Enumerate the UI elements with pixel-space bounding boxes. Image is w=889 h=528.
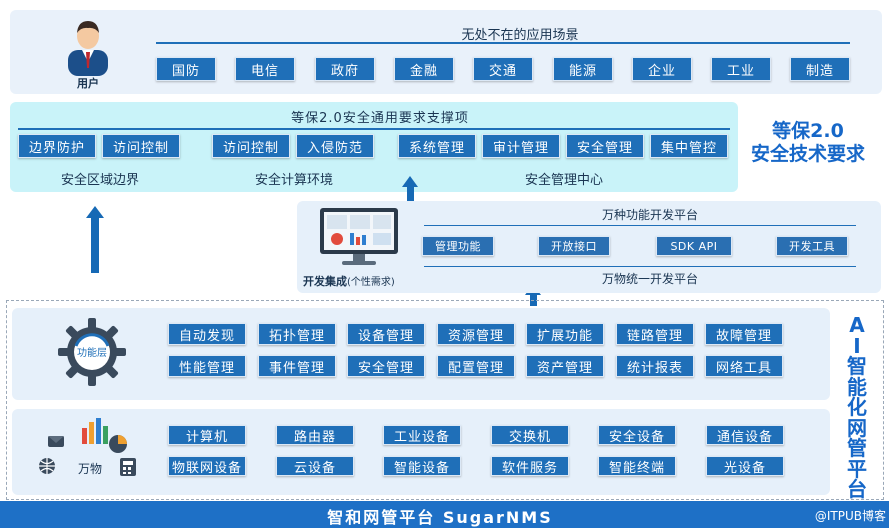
scenario-divider [156, 42, 850, 44]
dengbao-side-title-line1: 等保2.0 [772, 120, 844, 142]
ai-title-char: 网 [847, 415, 867, 440]
ai-title-char: A [849, 313, 865, 337]
dev-item[interactable]: 管理功能 [422, 236, 494, 256]
thing-item[interactable]: 计算机 [168, 425, 246, 445]
dengbao-group-name: 安全计算环境 [254, 173, 333, 188]
function-item[interactable]: 拓扑管理 [258, 323, 336, 345]
gear [56, 316, 128, 388]
function-item[interactable]: 网络工具 [705, 355, 783, 377]
ai-title-char: 化 [847, 395, 867, 419]
scenario-item[interactable]: 国防 [156, 57, 216, 81]
scenario-item[interactable]: 电信 [235, 57, 295, 81]
arrow-left-shaft [91, 218, 99, 273]
footer-title: 智和网管平台 SugarNMS [327, 508, 553, 527]
dengbao-title: 等保2.0安全通用要求支撑项 [291, 111, 469, 126]
dev-bottom-divider [424, 266, 856, 267]
scenario-item[interactable]: 企业 [632, 57, 692, 81]
thing-item[interactable]: 智能终端 [598, 456, 676, 476]
ai-title-char: 能 [847, 374, 867, 399]
scenario-item[interactable]: 制造 [790, 57, 850, 81]
dengbao-group-name: 安全管理中心 [524, 173, 603, 188]
things-panel [12, 409, 830, 495]
user-label: 用户 [77, 77, 99, 90]
scenario-item[interactable]: 交通 [473, 57, 533, 81]
function-item[interactable]: 链路管理 [616, 323, 694, 345]
thing-item[interactable]: 智能设备 [383, 456, 461, 476]
things-icons [38, 416, 144, 480]
function-item[interactable]: 性能管理 [168, 355, 246, 377]
scenario-item[interactable]: 工业 [711, 57, 771, 81]
gear-icon [58, 318, 126, 386]
arrow-dev-head [402, 176, 418, 187]
scenario-title: 无处不在的应用场景 [461, 28, 579, 43]
dev-top-label: 万种功能开发平台 [601, 208, 698, 222]
function-item[interactable]: 统计报表 [616, 355, 694, 377]
dev-bottom-label: 万物统一开发平台 [601, 272, 698, 286]
arrow-dev-shaft [407, 186, 414, 202]
dev-item[interactable]: 开发工具 [776, 236, 848, 256]
scenario-panel [10, 10, 882, 94]
things-label: 万物 [77, 462, 102, 476]
ai-title-char: 智 [847, 354, 867, 378]
ai-title-char: 台 [847, 477, 867, 501]
thing-item[interactable]: 光设备 [706, 456, 784, 476]
dev-caption-bold: 开发集成 [303, 275, 347, 288]
dengbao-item[interactable]: 访问控制 [212, 134, 290, 158]
dengbao-item[interactable]: 集中管控 [650, 134, 728, 158]
thing-item[interactable]: 工业设备 [383, 425, 461, 445]
function-item[interactable]: 资源管理 [437, 323, 515, 345]
dengbao-group-name: 安全区域边界 [60, 173, 139, 188]
dengbao-item[interactable]: 安全管理 [566, 134, 644, 158]
function-item[interactable]: 故障管理 [705, 323, 783, 345]
devices-icon [39, 418, 136, 476]
user-icon [68, 21, 108, 76]
dengbao-item[interactable]: 边界防护 [18, 134, 96, 158]
footer-bar [0, 501, 889, 528]
scenario-item[interactable]: 政府 [315, 57, 375, 81]
user-avatar [62, 16, 114, 78]
function-item[interactable]: 配置管理 [437, 355, 515, 377]
dengbao-item[interactable]: 访问控制 [102, 134, 180, 158]
thing-item[interactable]: 交换机 [491, 425, 569, 445]
function-item[interactable]: 设备管理 [347, 323, 425, 345]
thing-item[interactable]: 路由器 [276, 425, 354, 445]
scenario-item[interactable]: 金融 [394, 57, 454, 81]
gear-label: 功能层 [77, 348, 107, 359]
watermark: @ITPUB博客 [814, 509, 886, 523]
ai-platform-frame [6, 300, 884, 500]
dev-monitor [318, 206, 400, 268]
dev-top-divider [424, 225, 856, 226]
function-item[interactable]: 资产管理 [526, 355, 604, 377]
dev-item[interactable]: SDK API [656, 236, 732, 256]
thing-item[interactable]: 物联网设备 [168, 456, 246, 476]
function-item[interactable]: 自动发现 [168, 323, 246, 345]
thing-item[interactable]: 云设备 [276, 456, 354, 476]
function-item[interactable]: 事件管理 [258, 355, 336, 377]
ai-title-char: 平 [847, 456, 867, 481]
dengbao-side-title-line2: 安全技术要求 [750, 143, 865, 165]
dev-item[interactable]: 开放接口 [538, 236, 610, 256]
monitor-icon [320, 208, 398, 265]
dengbao-divider [18, 128, 730, 130]
dengbao-item[interactable]: 审计管理 [482, 134, 560, 158]
thing-item[interactable]: 通信设备 [706, 425, 784, 445]
arrow-left-head [86, 206, 104, 218]
dengbao-item[interactable]: 系统管理 [398, 134, 476, 158]
dengbao-item[interactable]: 入侵防范 [296, 134, 374, 158]
function-panel [12, 308, 830, 400]
function-item[interactable]: 扩展功能 [526, 323, 604, 345]
dev-caption-rest: (个性需求) [347, 277, 395, 288]
ai-title-char: I [853, 333, 861, 358]
function-item[interactable]: 安全管理 [347, 355, 425, 377]
dengbao-side-title: 等保2.0 安全技术要求 [738, 120, 878, 166]
ai-title-char: 管 [847, 436, 867, 460]
scenario-item[interactable]: 能源 [553, 57, 613, 81]
dev-caption: 开发集成(个性需求) [303, 273, 415, 289]
thing-item[interactable]: 安全设备 [598, 425, 676, 445]
thing-item[interactable]: 软件服务 [491, 456, 569, 476]
